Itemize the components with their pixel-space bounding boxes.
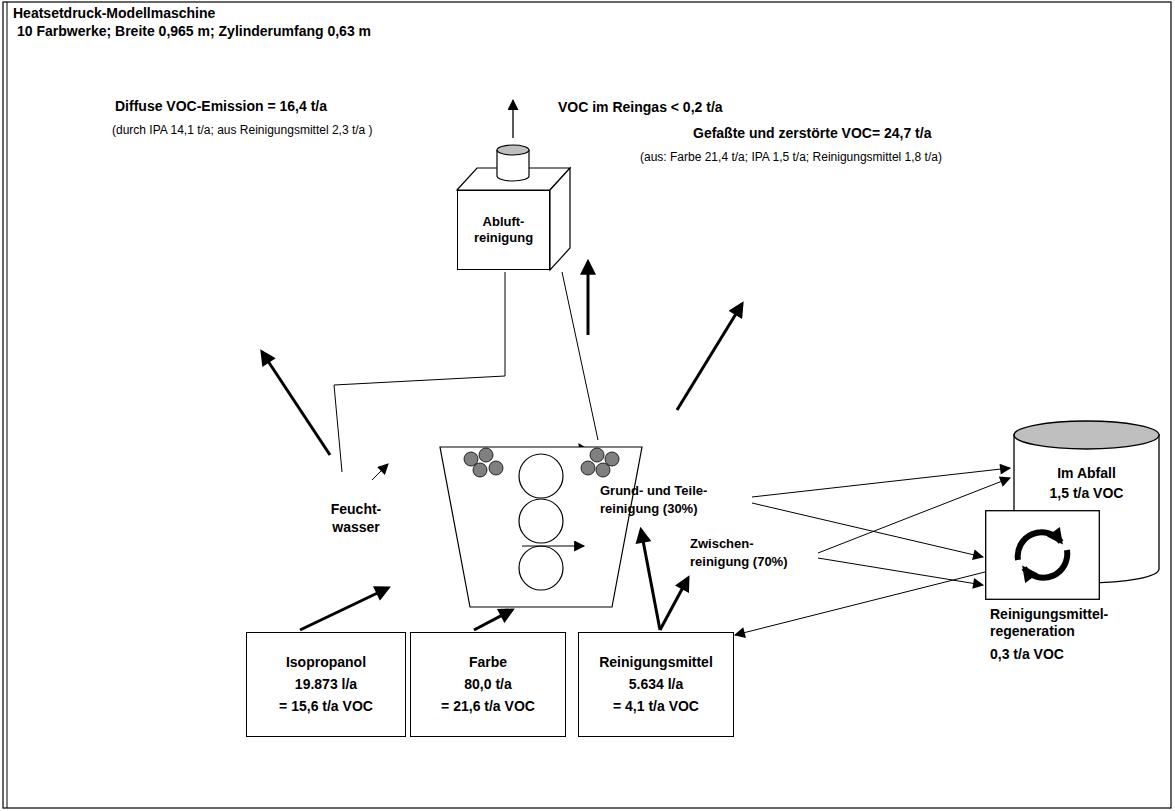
regeneration-symbol xyxy=(985,510,1100,600)
note: VOC im Reingas < 0,2 t/a xyxy=(558,98,723,116)
node-value: = 15,6 t/a VOC xyxy=(279,698,373,715)
arrow xyxy=(512,100,513,138)
flow-line xyxy=(818,558,983,585)
flow-label: Zwischen- reinigung (70%) xyxy=(690,535,815,570)
node-heading: Isopropanol xyxy=(286,654,366,671)
title: Heatsetdruck-Modellmaschine xyxy=(13,4,215,22)
node-value: 80,0 t/a xyxy=(464,676,511,693)
subtitle: 10 Farbwerke; Breite 0,965 m; Zylinderum… xyxy=(17,22,371,40)
box-side xyxy=(550,168,570,270)
arrow xyxy=(300,588,388,630)
note: Gefaßte und zerstörte VOC= 24,7 t/a xyxy=(693,124,931,142)
flow-label: Feucht- wasser xyxy=(322,500,390,536)
input-box: Isopropanol 19.873 l/a = 15,6 t/a VOC xyxy=(246,632,406,737)
input-box: Reinigungsmittel 5.634 l/a = 4,1 t/a VOC xyxy=(578,632,734,737)
arrow xyxy=(372,464,388,480)
arrow xyxy=(587,262,590,335)
flow-line xyxy=(818,478,1010,553)
regeneration-box: Reinigungsmittel- regeneration 0,3 t/a VO… xyxy=(985,510,1117,662)
node-heading: Farbe xyxy=(469,654,507,671)
input-box: Farbe 80,0 t/a = 21,6 t/a VOC xyxy=(410,632,566,737)
cylinder xyxy=(519,499,563,543)
duct-line xyxy=(334,272,505,472)
note: (durch IPA 14,1 t/a; aus Reinigungsmitte… xyxy=(112,123,373,139)
node-heading: Abluft- reinigung xyxy=(464,214,543,245)
cylinder xyxy=(519,454,563,498)
frame-line xyxy=(7,2,8,808)
node-heading: Reinigungsmittel- regeneration xyxy=(985,606,1117,640)
rollers xyxy=(464,448,619,477)
arrow xyxy=(641,530,660,630)
node-heading: Reinigungsmittel xyxy=(599,654,713,671)
arrow xyxy=(677,304,742,410)
node-value: 19.873 l/a xyxy=(295,676,357,693)
arrow xyxy=(262,352,330,455)
web-arrow xyxy=(522,546,584,547)
node-value: 5.634 l/a xyxy=(629,676,684,693)
stack-top xyxy=(497,145,529,155)
cylinder xyxy=(519,546,563,590)
node-heading: Im Abfall xyxy=(1013,465,1160,482)
flow-connector xyxy=(735,572,985,635)
duct-line xyxy=(562,272,598,440)
process-box: Abluft- reinigung xyxy=(457,190,550,270)
node-value: = 21,6 t/a VOC xyxy=(441,698,535,715)
note: (aus: Farbe 21,4 t/a; IPA 1,5 t/a; Reini… xyxy=(640,150,942,166)
arrow xyxy=(660,578,688,630)
node-value: 0,3 t/a VOC xyxy=(985,646,1117,663)
flow-label: Grund- und Teile- reinigung (30%) xyxy=(600,482,750,517)
node-value: 1,5 t/a VOC xyxy=(1013,485,1160,502)
flow-line xyxy=(752,503,983,557)
frame xyxy=(3,2,1171,808)
note: Diffuse VOC-Emission = 16,4 t/a xyxy=(115,97,327,115)
arrow xyxy=(474,610,512,630)
press xyxy=(440,447,642,607)
node-value: = 4,1 t/a VOC xyxy=(613,698,699,715)
